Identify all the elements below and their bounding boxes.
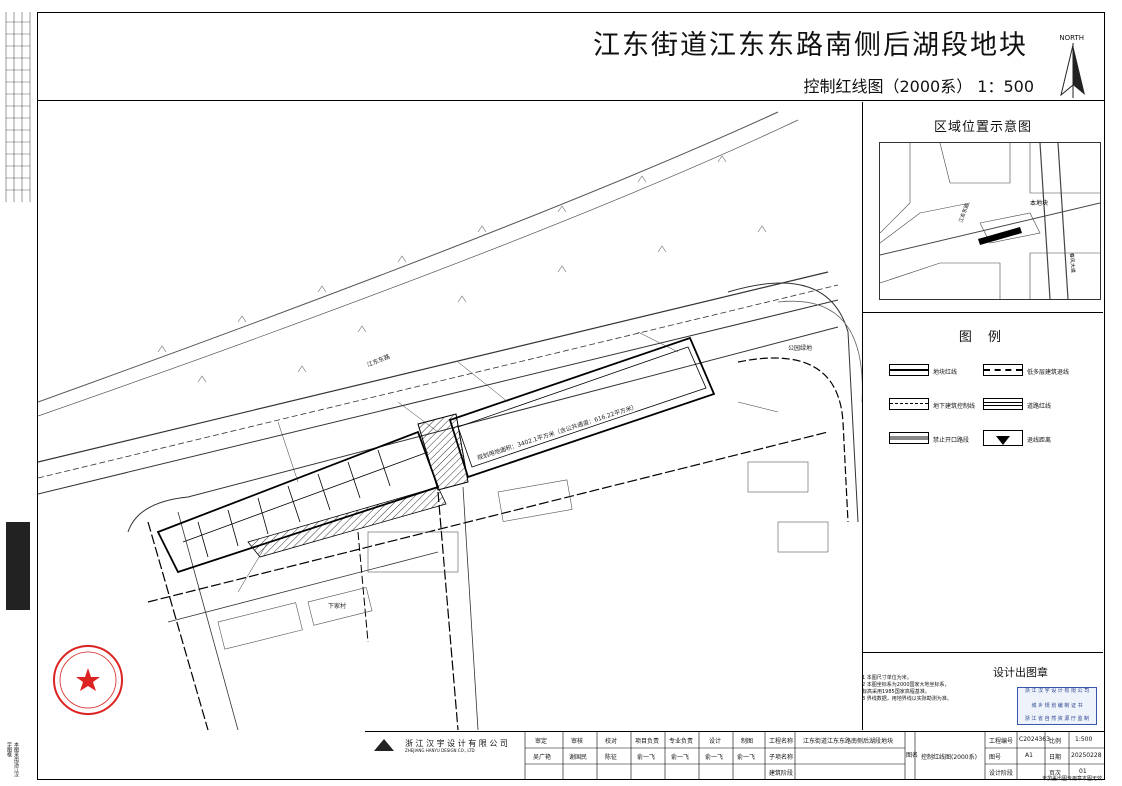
title-block: 浙 江 汉 宇 设 计 有 限 公 司 ZHEJIANG HANYU DESIG… bbox=[365, 731, 1104, 780]
company-name: 浙 江 汉 宇 设 计 有 限 公 司 bbox=[405, 739, 508, 748]
legend-label: 地块红线 bbox=[933, 369, 958, 376]
stamp-line: 城 乡 规 划 编 制 证 书 bbox=[1031, 703, 1083, 709]
north-label: NORTH bbox=[1059, 34, 1084, 42]
site-map: 公园绿地 规划用地面积：3402.1平方米（含公共通道：616.22平方米） bbox=[37, 102, 863, 731]
role-name: 陈征 bbox=[605, 754, 618, 761]
legend-title: 图 例 bbox=[958, 330, 1008, 345]
company-logo-icon bbox=[374, 739, 394, 751]
legend-divider bbox=[863, 312, 1103, 313]
drawing-name: 控制红线图(2000系) bbox=[921, 754, 977, 761]
role-name: 吴广艳 bbox=[533, 754, 552, 761]
field-label: 图号 bbox=[989, 754, 1002, 761]
role-name: 俞一飞 bbox=[737, 754, 756, 761]
field-value: 1:500 bbox=[1075, 736, 1093, 743]
page-subtitle: 控制红线图（2000系） 1：500 bbox=[803, 77, 1034, 96]
bottom-note: 未加盖出图专用章本图无效 bbox=[1041, 776, 1102, 782]
binding-strip-graphic bbox=[5, 12, 31, 610]
legend-symbol-setback bbox=[983, 364, 1023, 376]
page-title: 江东街道江东东路南侧后湖段地块 bbox=[593, 30, 1028, 61]
title-row: 江东街道江东东路南侧后湖段地块 控制红线图（2000系） 1：500 NORTH bbox=[38, 13, 1104, 101]
field-label: 工程编号 bbox=[989, 738, 1014, 745]
field-value: C2024363 bbox=[1019, 736, 1050, 743]
legend-label: 低多层建筑退线 bbox=[1027, 369, 1070, 376]
role-label: 审核 bbox=[571, 738, 584, 745]
legend-label: 禁止开口路段 bbox=[933, 437, 970, 444]
legend-label: 退线距离 bbox=[1027, 437, 1052, 444]
role-label: 制图 bbox=[741, 738, 754, 745]
company-name-en: ZHEJIANG HANYU DESIGN CO., LTD bbox=[405, 748, 475, 753]
legend-symbol-setback-distance bbox=[983, 430, 1023, 446]
drawing-name-label: 图名 bbox=[906, 752, 919, 759]
sub-item-label: 子项名称 bbox=[769, 754, 794, 761]
park-label: 公园绿地 bbox=[788, 344, 812, 352]
role-name: 谢国民 bbox=[569, 754, 588, 761]
right-panel: 区域位置示意图 本地块 江东东路 春风大道 图 例 地块红线 bbox=[862, 102, 1104, 730]
north-arrow-icon bbox=[1060, 43, 1085, 98]
seal-label: 设计出图章 bbox=[993, 666, 1048, 679]
project-name-label: 工程名称 bbox=[769, 738, 794, 745]
location-map-title: 区域位置示意图 bbox=[933, 120, 1032, 135]
legend-label: 地下建筑控制线 bbox=[933, 403, 976, 410]
stamp-line: 浙 江 汉 宇 设 计 有 限 公 司 bbox=[1024, 688, 1090, 694]
stage-label: 建筑阶段 bbox=[769, 770, 794, 777]
field-label: 设计阶段 bbox=[989, 770, 1014, 777]
site-map-graphic: 公园绿地 规划用地面积：3402.1平方米（含公共通道：616.22平方米） bbox=[37, 111, 863, 731]
legend-symbol-road-redline bbox=[983, 398, 1023, 410]
role-label: 审定 bbox=[535, 738, 548, 745]
location-map-graphic: 本地块 江东东路 春风大道 bbox=[879, 142, 1101, 300]
field-value: 01 bbox=[1079, 768, 1087, 775]
role-name: 俞一飞 bbox=[637, 754, 656, 761]
role-label: 设计 bbox=[709, 738, 722, 745]
village-label: 下家村 bbox=[328, 602, 346, 610]
field-label: 日期 bbox=[1049, 754, 1062, 761]
field-label: 比例 bbox=[1049, 738, 1062, 745]
role-label: 项目负责 bbox=[635, 738, 660, 745]
legend-symbol-site-redline bbox=[889, 364, 929, 376]
role-name: 俞一飞 bbox=[705, 754, 724, 761]
legend-symbol-underground bbox=[889, 398, 929, 410]
area-label: 规划用地面积：3402.1平方米（含公共通道：616.22平方米） bbox=[476, 402, 638, 462]
location-road-b: 春风大道 bbox=[1068, 253, 1077, 274]
note-line: 标高采用1985国家高程基准。 bbox=[862, 689, 930, 695]
title-block-grid bbox=[524, 732, 1104, 780]
notes: 1 本图尺寸单位为米。 2 本图坐标系为2000国家大地坐标系， 标高采用198… bbox=[862, 675, 1002, 703]
seal-divider bbox=[863, 652, 1103, 653]
note-line: 3 界线数据，用地界线以实际勘测为准。 bbox=[862, 696, 952, 702]
location-road-a: 江东东路 bbox=[957, 202, 970, 223]
location-map: 本地块 江东东路 春风大道 bbox=[879, 142, 1101, 300]
role-name: 俞一飞 bbox=[671, 754, 690, 761]
location-site-label: 本地块 bbox=[1030, 199, 1048, 207]
design-stamp: 浙 江 汉 宇 设 计 有 限 公 司 城 乡 规 划 编 制 证 书 浙 江 … bbox=[1017, 687, 1097, 725]
field-label: 页次 bbox=[1049, 770, 1062, 777]
stamp-line: 浙 江 省 自 然 资 源 厅 监 制 bbox=[1024, 716, 1090, 722]
drawing-frame bbox=[37, 12, 1105, 780]
setback-arrow-icon bbox=[996, 436, 1010, 445]
role-label: 专业负责 bbox=[669, 738, 694, 745]
note-line: 1 本图尺寸单位为米。 bbox=[862, 675, 912, 681]
legend-symbol-no-opening bbox=[889, 432, 929, 444]
road-label: 江东东路 bbox=[366, 352, 391, 368]
note-line: 2 本图坐标系为2000国家大地坐标系， bbox=[862, 682, 950, 688]
binding-strip: 本图采用浙江汉宇图框 bbox=[0, 12, 37, 780]
project-name: 江东街道江东东路南侧后湖段地块 bbox=[803, 738, 894, 745]
field-value: 20250228 bbox=[1071, 752, 1102, 759]
field-value: A1 bbox=[1025, 752, 1033, 759]
legend-label: 道路红线 bbox=[1027, 403, 1052, 410]
role-label: 校对 bbox=[605, 738, 618, 745]
side-note: 本图采用浙江汉宇图框 bbox=[6, 742, 19, 777]
